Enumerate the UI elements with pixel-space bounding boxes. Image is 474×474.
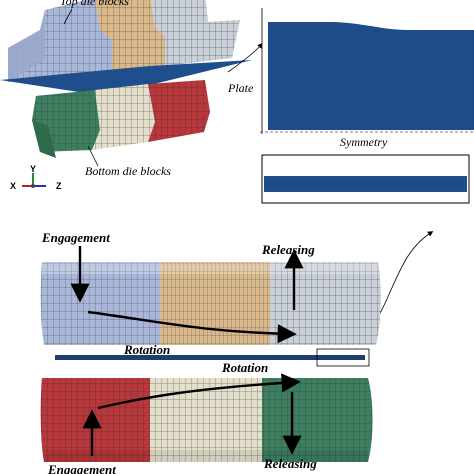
axis-x-label: X (10, 181, 16, 191)
label-rotation-bottom: Rotation (221, 360, 268, 375)
top-die-row (40, 262, 381, 345)
plate-strip (55, 355, 365, 360)
motion-arrows (70, 246, 304, 456)
die-assembly-3d: Top die blocks Bottom die blocks (0, 0, 252, 178)
label-releasing-top: Releasing (261, 242, 315, 257)
label-rotation-top: Rotation (123, 342, 170, 357)
plate-3d (0, 60, 252, 96)
label-plate: Plate (227, 81, 254, 95)
label-releasing-bottom: Releasing (263, 456, 317, 471)
label-engagement-bottom: Engagement (47, 462, 116, 474)
plate-cross-section-box (261, 154, 470, 204)
axis-y-label: Y (30, 164, 36, 174)
bottom-die-row (40, 378, 373, 462)
label-symmetry: Symmetry (340, 135, 388, 149)
plate-detail-panel: Symmetry (260, 2, 474, 149)
top-die-blocks (8, 0, 240, 82)
leader-bottom-die (87, 145, 99, 167)
label-top-die-blocks: Top die blocks (60, 0, 129, 8)
bottom-die-blocks (32, 80, 210, 158)
zoom-region-box (316, 348, 370, 367)
rotation-arrow-icon (97, 373, 301, 410)
rotation-arrow-icon (87, 310, 297, 344)
label-bottom-die-blocks: Bottom die blocks (85, 164, 171, 178)
axis-triad-icon: Y X Z (10, 164, 62, 191)
plate-to-detail-arrow (227, 42, 264, 73)
label-engagement-top: Engagement (41, 230, 110, 245)
leader-top-die (63, 8, 73, 25)
axis-z-label: Z (56, 181, 62, 191)
